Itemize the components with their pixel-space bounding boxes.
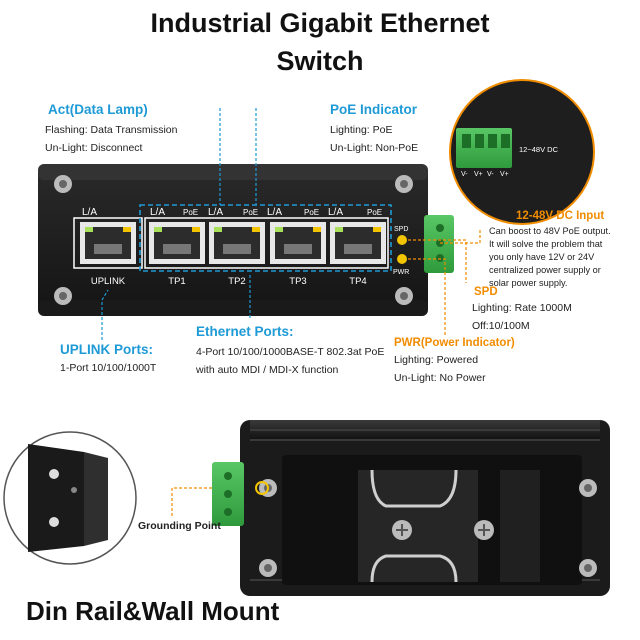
port-label-tp4: TP4 (349, 276, 366, 287)
dc-block-label: 12~48V DC (519, 145, 559, 154)
led-poe-label-4: PoE (367, 208, 382, 217)
port-label-tp3: TP3 (289, 276, 306, 287)
uplink-head: UPLINK Ports: (60, 342, 154, 357)
act-line2: Un-Light: Disconnect (45, 142, 143, 154)
dc-input-line1: It will solve the problem that (489, 239, 603, 249)
switch-back-view (212, 420, 610, 596)
dc-pin-3: V+ (500, 171, 509, 178)
dc-terminal-zoom: 12~48V DC V- V+ V- V+ (449, 79, 595, 225)
spd-line1: Lighting: Rate 1000M (472, 302, 572, 314)
led-la-label-3: L/A (267, 207, 282, 218)
ethernet-head: Ethernet Ports: (196, 324, 294, 339)
dc-input-line3: centralized power supply or (489, 265, 601, 275)
spd-line2: Off:10/100M (472, 320, 530, 332)
dc-input-line4: solar power supply. (489, 278, 568, 288)
mount-title: Din Rail&Wall Mount (26, 596, 280, 626)
ethernet-ports-box (139, 204, 392, 272)
act-line1: Flashing: Data Transmission (45, 124, 178, 136)
uplink-line1: 1-Port 10/100/1000T (60, 362, 157, 374)
dc-pin-0: V- (461, 171, 468, 178)
port-label-tp2: TP2 (228, 276, 245, 287)
poe-line1: Lighting: PoE (330, 124, 393, 136)
panel-labels: L/A L/A PoE L/A PoE L/A PoE L/A PoE SPD … (82, 207, 409, 287)
led-poe-label-3: PoE (304, 208, 319, 217)
pwr-line2: Un-Light: No Power (394, 372, 486, 384)
dc-input-desc: Can boost to 48V PoE output. It will sol… (489, 225, 611, 290)
blue-callouts (101, 108, 257, 340)
rj45-ports (80, 222, 386, 264)
pwr-line1: Lighting: Powered (394, 354, 479, 366)
page-title-line2: Switch (276, 46, 364, 76)
side-terminal-block (424, 215, 454, 273)
dc-input-line2: you only have 12V or 24V (489, 252, 595, 262)
uplink-port-box (73, 217, 143, 269)
led-la-label-1: L/A (150, 207, 165, 218)
grounding-label: Grounding Point (138, 520, 221, 532)
port-label-uplink: UPLINK (91, 276, 126, 287)
spd-panel-label: SPD (394, 226, 408, 233)
poe-line2: Un-Light: Non-PoE (330, 142, 419, 154)
page-title-line1: Industrial Gigabit Ethernet (150, 8, 490, 38)
port-label-tp1: TP1 (168, 276, 185, 287)
led-la-label-2: L/A (208, 207, 223, 218)
led-poe-label-2: PoE (243, 208, 258, 217)
dc-pin-1: V+ (474, 171, 483, 178)
ethernet-line1: 4-Port 10/100/1000BASE-T 802.3at PoE (196, 346, 385, 358)
poe-head: PoE Indicator (330, 102, 418, 117)
act-head: Act(Data Lamp) (48, 102, 148, 117)
led-poe-label-1: PoE (183, 208, 198, 217)
dc-input-head: 12-48V DC Input (516, 210, 605, 222)
wall-bracket-zoom (3, 431, 137, 565)
dc-pin-2: V- (487, 171, 494, 178)
led-la-label-4: L/A (328, 207, 343, 218)
pwr-head: PWR(Power Indicator) (394, 337, 515, 349)
led-la-label-0: L/A (82, 207, 97, 218)
dc-input-line0: Can boost to 48V PoE output. (489, 226, 611, 236)
ethernet-line2: with auto MDI / MDI-X function (196, 364, 339, 376)
grounding-point-marker (255, 481, 269, 495)
spd-head: SPD (474, 286, 498, 298)
pwr-panel-label: PWR (393, 269, 409, 276)
